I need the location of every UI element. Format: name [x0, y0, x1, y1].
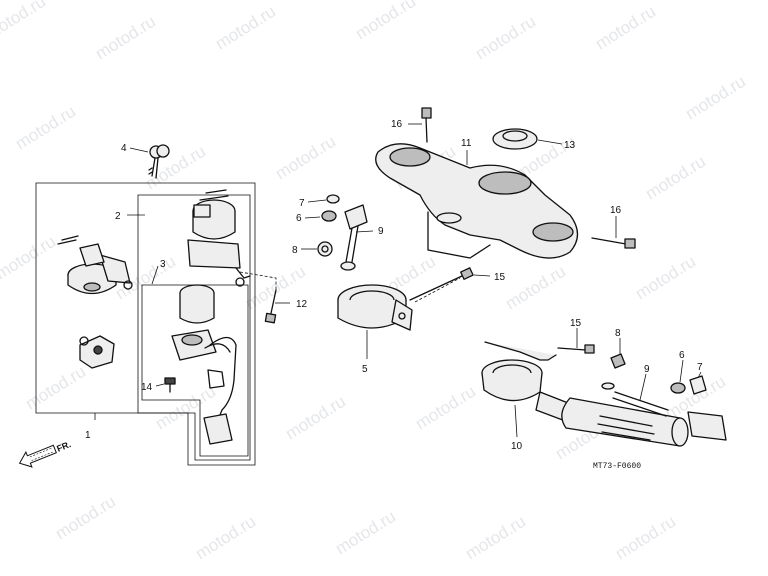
direction-label: FR.: [55, 439, 72, 454]
screw-14: [164, 377, 176, 393]
watermark-text: motod.ru: [22, 362, 89, 414]
callout-10: 10: [511, 441, 523, 452]
callout-8a: 8: [292, 245, 298, 256]
callout-12: 12: [296, 299, 308, 310]
switch-body-harness: [171, 284, 237, 445]
ignition-switch: [187, 189, 251, 287]
watermark-text: motod.ru: [642, 152, 709, 204]
fork-clamp: [337, 284, 413, 331]
lock-cylinder: [79, 335, 115, 369]
watermark-text: motod.ru: [592, 2, 659, 54]
callout-9a: 9: [378, 226, 384, 237]
bolt-15-lower: [557, 344, 595, 354]
watermark-text: motod.ru: [682, 72, 749, 124]
watermark-text: motod.ru: [0, 0, 49, 43]
watermark-text: motod.ru: [282, 392, 349, 444]
callout-16b: 16: [610, 205, 622, 216]
bolt-16-right: [591, 237, 636, 249]
callout-11: 11: [461, 138, 472, 149]
watermark-text: motod.ru: [472, 12, 539, 64]
callout-14: 14: [141, 382, 153, 393]
front-direction-arrow: FR.: [18, 439, 72, 468]
diagram-code: MT73-F0600: [593, 462, 641, 471]
callout-16a: 16: [391, 119, 403, 130]
watermark-text: motod.ru: [332, 507, 399, 559]
callout-1: 1: [85, 430, 91, 441]
callout-13: 13: [564, 140, 576, 151]
lower-hardware-cluster: [601, 353, 727, 441]
assembly-box-1: [35, 182, 256, 466]
watermark-text: motod.ru: [462, 512, 529, 564]
callout-15b: 15: [570, 318, 582, 329]
watermark-text: motod.ru: [412, 382, 479, 434]
watermark-text: motod.ru: [12, 102, 79, 154]
cap-13: [492, 128, 538, 150]
callout-3: 3: [160, 259, 166, 270]
watermark-text: motod.ru: [352, 0, 419, 43]
callout-5: 5: [362, 364, 368, 375]
callout-2: 2: [115, 211, 121, 222]
assembly-boxes: [35, 182, 256, 466]
watermark-text: motod.ru: [272, 132, 339, 184]
bolt-15-upper: [409, 267, 474, 301]
callout-4: 4: [121, 143, 127, 154]
bolt-16-upper: [421, 107, 432, 143]
callout-6a: 6: [296, 213, 302, 224]
callout-7a: 7: [299, 198, 305, 209]
callout-9b: 9: [644, 364, 650, 375]
key-set: [148, 144, 170, 179]
callout-8b: 8: [615, 328, 621, 339]
upper-hardware-cluster: [317, 194, 368, 271]
watermark-text: motod.ru: [92, 12, 159, 64]
callout-7b: 7: [697, 362, 703, 373]
assembly-box-3: [141, 284, 249, 457]
watermark-text: motod.ru: [0, 232, 59, 284]
ignition-switch-assembly: [57, 235, 133, 295]
assembly-box-2: [137, 194, 251, 461]
callout-labels: 1 2 3 4 5 6 7 8 9 10 11 12 13 14 15 15 1…: [85, 119, 703, 452]
callout-15a: 15: [494, 272, 506, 283]
watermark-text: motod.ru: [212, 2, 279, 54]
watermark-text: motod.ru: [52, 492, 119, 544]
watermark-text: motod.ru: [502, 262, 569, 314]
callout-6b: 6: [679, 350, 685, 361]
handlebar: [481, 341, 689, 447]
top-bridge: [375, 143, 579, 259]
watermark-text: motod.ru: [632, 252, 699, 304]
watermark-text: motod.ru: [612, 512, 679, 564]
bolt-12: [264, 289, 277, 324]
leader-lines: [94, 123, 702, 438]
watermark-text: motod.ru: [192, 512, 259, 564]
